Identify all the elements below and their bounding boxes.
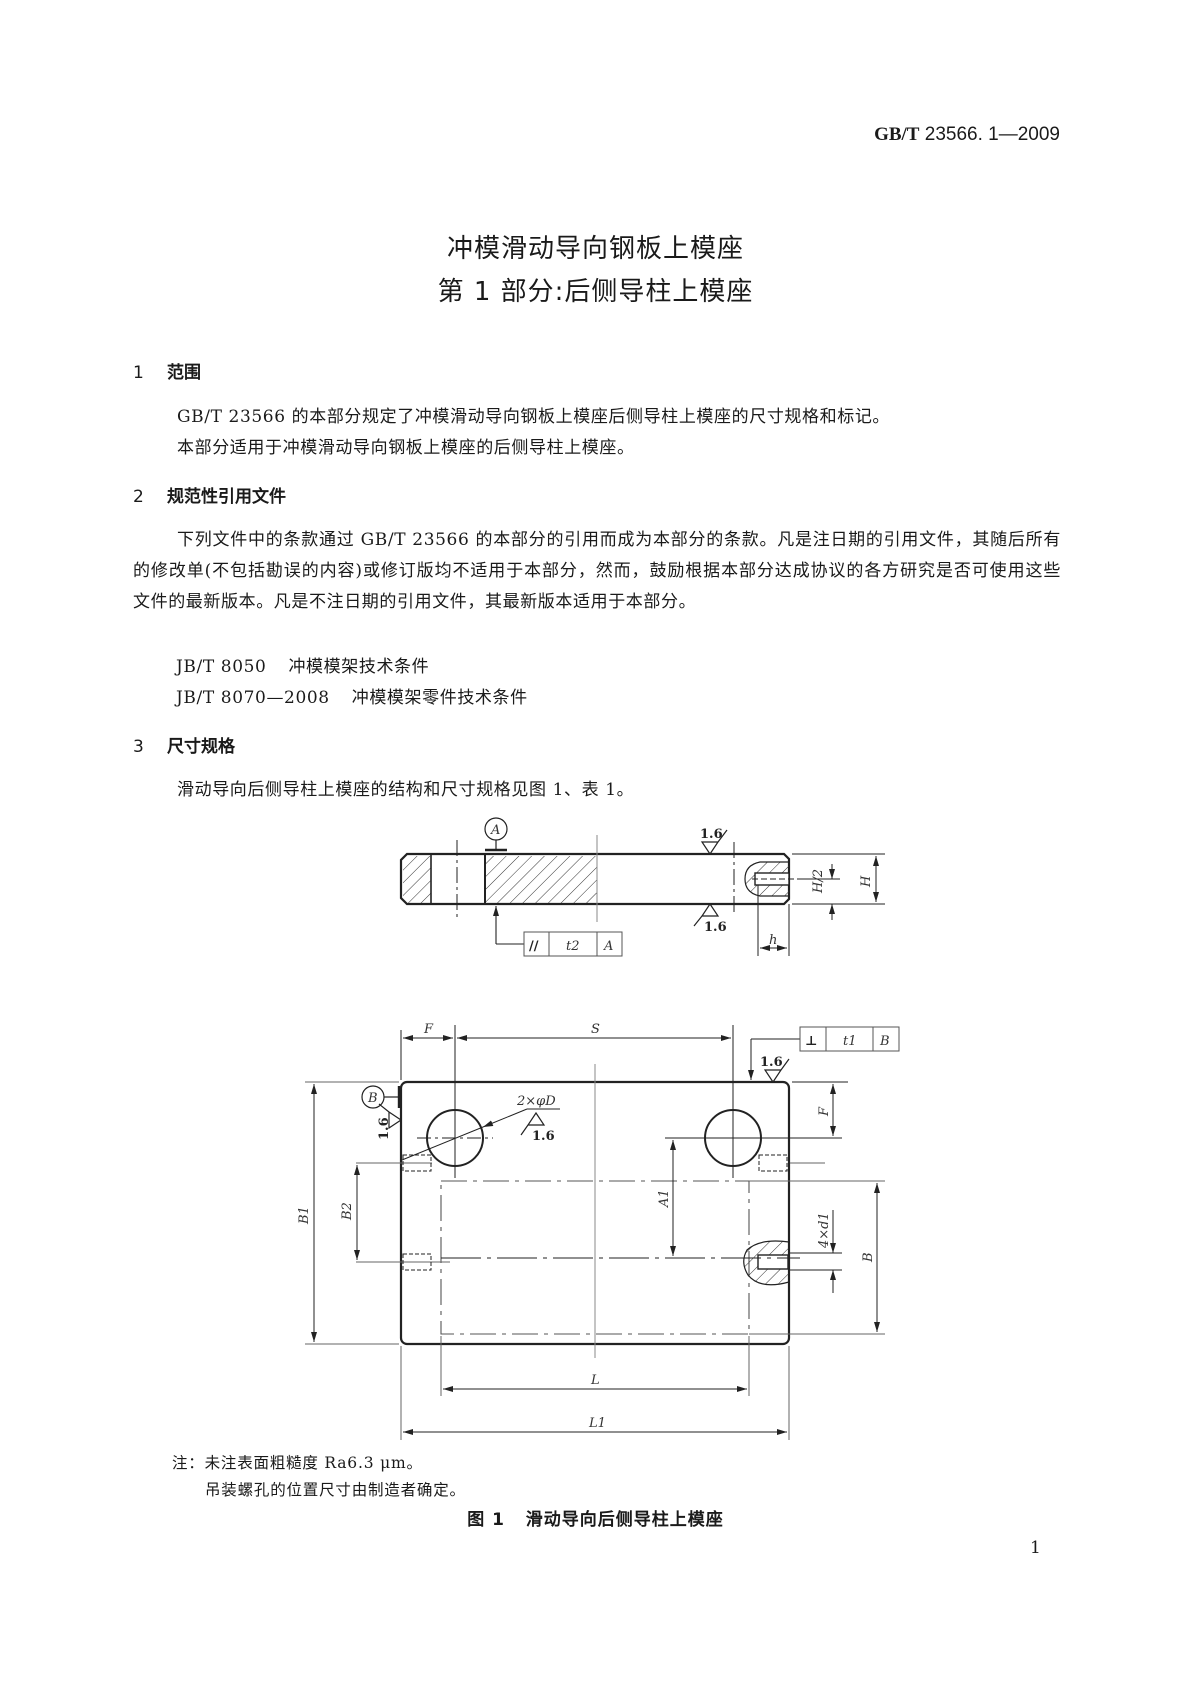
page-number: 1 <box>1030 1538 1041 1558</box>
dim-s-label: S <box>591 1022 600 1037</box>
roughness-left-label: 1.6 <box>377 1117 392 1140</box>
dim-l1-label: L1 <box>588 1416 606 1431</box>
roughness-top-right-label: 1.6 <box>760 1055 783 1070</box>
figure-note-2: 吊装螺孔的位置尺寸由制造者确定。 <box>205 1481 466 1499</box>
reference-code: JB/T 8050 <box>176 657 267 677</box>
tolerance-datum-b: B <box>879 1034 890 1049</box>
perpendicularity-symbol: ⊥ <box>805 1034 817 1049</box>
reference-title: 冲模模架技术条件 <box>288 657 430 677</box>
section-2-paragraph: 下列文件中的条款通过 GB/T 23566 的本部分的引用而成为本部分的条款。凡… <box>133 530 1061 612</box>
document-title-line1: 冲模滑动导向钢板上模座 <box>446 234 744 264</box>
section-title: 规范性引用文件 <box>167 487 286 507</box>
section-1-heading: 1 范围 <box>133 358 201 383</box>
section-number: 1 <box>133 363 144 383</box>
dim-height-label: H <box>859 875 874 888</box>
tolerance-datum-a: A <box>603 939 613 954</box>
reference-item: JB/T 8050 冲模模架技术条件 <box>176 652 429 677</box>
dim-h-label: h <box>769 933 777 948</box>
datum-b-label: B <box>367 1091 378 1106</box>
figure-note-1: 注：未注表面粗糙度 Ra6.3 μm。 <box>172 1451 423 1473</box>
section-3-paragraph: 滑动导向后侧导柱上模座的结构和尺寸规格见图 1、表 1。 <box>177 780 635 800</box>
parallelism-symbol: // <box>529 939 539 954</box>
note-text: 未注表面粗糙度 Ra6.3 μm。 <box>204 1454 423 1472</box>
dim-half-height-label: H/2 <box>811 869 826 894</box>
plan-view <box>305 1025 900 1440</box>
dim-b1-label: B1 <box>297 1206 312 1225</box>
section-3-heading: 3 尺寸规格 <box>133 732 235 757</box>
reference-code: JB/T 8070—2008 <box>176 688 330 708</box>
caption-text: 滑动导向后侧导柱上模座 <box>525 1510 724 1530</box>
dim-f-right-label: F <box>817 1106 832 1117</box>
section-number: 2 <box>133 487 144 507</box>
standard-code: GB/T 23566. 1—2009 <box>800 124 1060 146</box>
section-title: 范围 <box>167 363 201 383</box>
hole-roughness-label: 1.6 <box>532 1129 555 1144</box>
dim-b2-label: B2 <box>340 1202 355 1221</box>
section-number: 3 <box>133 737 144 757</box>
dim-l-label: L <box>590 1373 600 1388</box>
document-title-line2: 第 1 部分:后侧导柱上模座 <box>437 277 754 307</box>
reference-title: 冲模模架零件技术条件 <box>351 688 528 708</box>
standard-prefix: GB/T <box>874 124 920 145</box>
section-2-heading: 2 规范性引用文件 <box>133 482 286 507</box>
tolerance-t2-label: t2 <box>566 939 580 954</box>
hole-callout-label: 2×φD <box>516 1094 556 1109</box>
plan-view-labels: F S ⊥ t1 B 1.6 B 1.6 2×φD 1.6 F A1 B1 B2… <box>297 1022 890 1431</box>
figure-caption: 图 1 滑动导向后侧导柱上模座 <box>0 1505 1191 1530</box>
section-title: 尺寸规格 <box>167 737 235 757</box>
section-1-paragraph-1: GB/T 23566 的本部分规定了冲模滑动导向钢板上模座后侧导柱上模座的尺寸规… <box>177 407 891 427</box>
dim-a1-label: A1 <box>657 1189 672 1208</box>
roughness-bottom-label: 1.6 <box>704 920 727 935</box>
notes-label: 注： <box>172 1454 205 1472</box>
dim-f-label: F <box>423 1022 434 1037</box>
dim-b-label: B <box>861 1252 876 1263</box>
side-view <box>399 817 885 957</box>
side-view-labels: A 1.6 1.6 // t2 A H/2 H h <box>490 823 874 954</box>
section-1-paragraph-2: 本部分适用于冲模滑动导向钢板上模座的后侧导柱上模座。 <box>177 438 635 458</box>
dim-thread-label: 4×d1 <box>817 1212 832 1249</box>
reference-item: JB/T 8070—2008 冲模模架零件技术条件 <box>176 683 528 708</box>
datum-a-label: A <box>490 823 500 838</box>
roughness-top-label: 1.6 <box>700 827 723 842</box>
standard-number: 23566. 1—2009 <box>924 124 1060 145</box>
caption-number: 图 1 <box>467 1510 505 1530</box>
tolerance-t1-label: t1 <box>843 1034 857 1049</box>
